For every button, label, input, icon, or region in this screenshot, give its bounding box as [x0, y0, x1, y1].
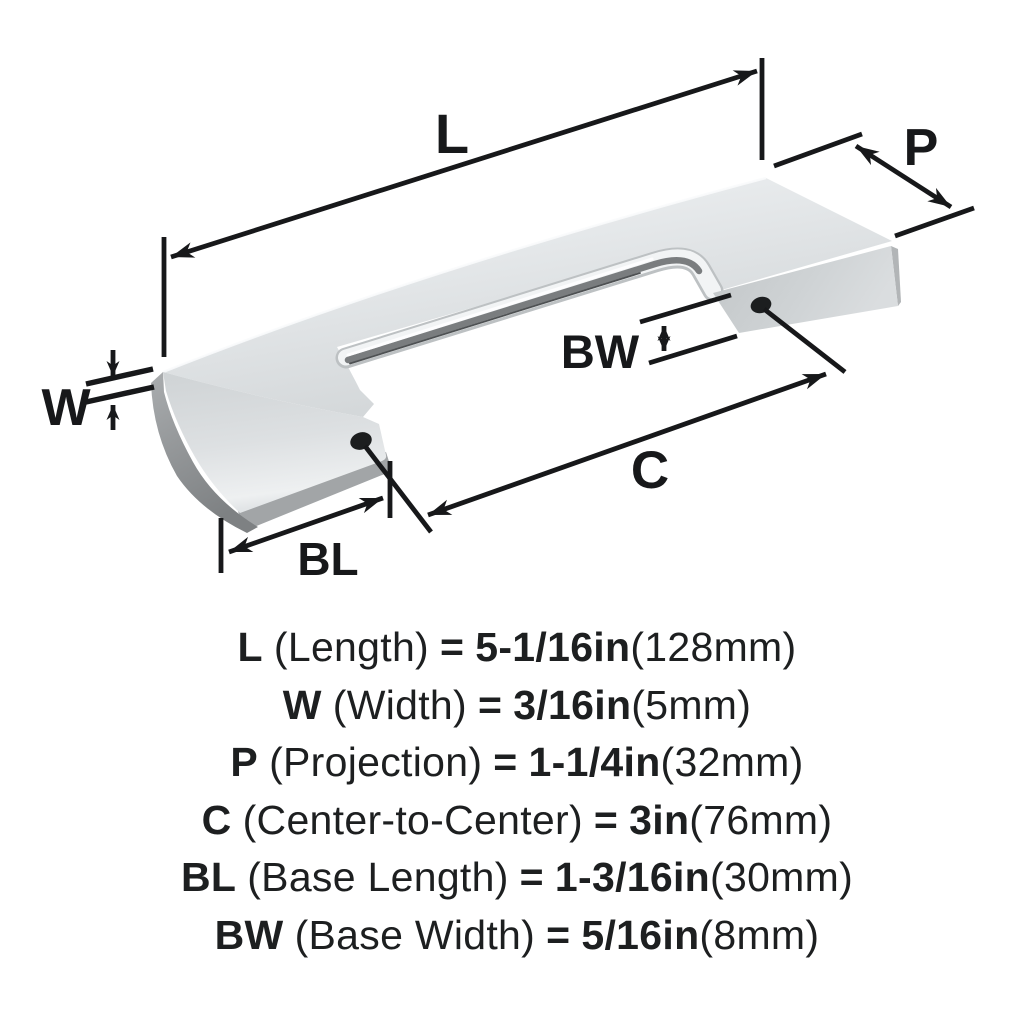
spec-metric: (128mm) [630, 624, 797, 670]
dim-label-center-to-center: C [631, 441, 669, 500]
dim-center-to-center: C [363, 307, 847, 534]
dim-projection: P [773, 119, 975, 239]
dimension-annotations: L P W BW [41, 58, 975, 585]
spec-label: BW [214, 911, 284, 958]
dim-label-base-length: BL [297, 533, 358, 585]
dim-base-width-ext-top [639, 292, 732, 325]
spec-inches: 1-3/16in [554, 854, 711, 900]
spec-metric: (30mm) [710, 854, 854, 900]
spec-equals: = [519, 854, 544, 900]
dim-base-width: BW [561, 292, 738, 378]
spec-inches: 3/16in [513, 681, 632, 728]
spec-inches: 1-1/4in [528, 739, 661, 785]
pull-left-foot-side [151, 372, 258, 533]
spec-metric: (5mm) [631, 681, 752, 728]
spec-name: (Length) [273, 624, 429, 670]
dim-width-tick-top [85, 366, 154, 387]
spec-row-base-width: BW(Base Width)=5/16in(8mm) [10, 907, 1024, 965]
spec-name: (Width) [332, 681, 467, 728]
spec-name: (Projection) [269, 739, 483, 785]
spec-equals: = [440, 624, 465, 670]
dim-label-width: W [41, 379, 91, 437]
spec-name: (Center-to-Center) [242, 796, 583, 843]
dim-base-width-ext-bottom [648, 333, 738, 366]
spec-list: L(Length)=5-1/16in(128mm) W(Width)=3/16i… [0, 619, 1024, 964]
spec-label: P [230, 739, 259, 785]
dim-width: W [41, 350, 155, 437]
spec-label: BL [180, 854, 237, 900]
dim-c2c-leader-right [762, 307, 847, 374]
spec-name: (Base Width) [294, 911, 536, 958]
spec-inches: 5-1/16in [475, 624, 631, 670]
spec-label: W [282, 681, 322, 728]
spec-inches: 3in [629, 796, 690, 843]
spec-row-base-length: BL(Base Length)=1-3/16in(30mm) [10, 849, 1024, 907]
dim-projection-ext-top [773, 131, 863, 169]
dim-length: L [161, 58, 765, 357]
spec-metric: (8mm) [699, 911, 820, 958]
spec-name: (Base Length) [247, 854, 509, 900]
spec-equals: = [593, 796, 619, 843]
pull-right-foot-side [891, 246, 901, 306]
spec-metric: (76mm) [689, 796, 833, 843]
dim-base-length-arrow [228, 495, 384, 555]
dim-c2c-leader-left [363, 444, 433, 534]
dim-length-arrow [170, 68, 758, 260]
spec-row-projection: P(Projection)=1-1/4in(32mm) [10, 734, 1024, 792]
dim-projection-ext-bottom [894, 205, 975, 239]
dim-c2c-arrow [427, 371, 827, 518]
spec-inches: 5/16in [581, 911, 700, 958]
pull-grip-rod [335, 247, 724, 369]
dim-width-tick-bottom [85, 384, 155, 405]
dim-label-projection: P [904, 119, 939, 177]
dim-label-length: L [435, 102, 469, 165]
pull-left-foot-front [163, 372, 387, 513]
dim-label-base-width: BW [561, 325, 640, 378]
spec-label: L [237, 624, 263, 670]
spec-label: C [201, 796, 232, 843]
dim-projection-arrow [854, 143, 953, 210]
spec-row-length: L(Length)=5-1/16in(128mm) [10, 619, 1024, 677]
spec-metric: (32mm) [660, 739, 804, 785]
spec-row-center-to-center: C(Center-to-Center)=3in(76mm) [10, 792, 1024, 850]
spec-equals: = [493, 739, 518, 785]
spec-equals: = [546, 911, 571, 958]
dim-base-length: BL [218, 461, 393, 585]
spec-equals: = [478, 681, 503, 728]
spec-row-width: W(Width)=3/16in(5mm) [10, 677, 1024, 735]
